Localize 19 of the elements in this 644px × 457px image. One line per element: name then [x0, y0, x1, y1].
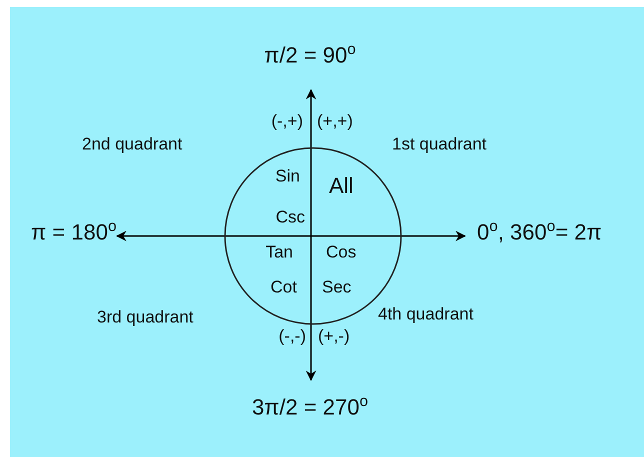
quadrant-label: 4th quadrant: [378, 306, 474, 324]
sign-label: (-,-): [278, 328, 306, 346]
quadrant-label: 2nd quadrant: [82, 136, 182, 154]
quadrant-label: 3rd quadrant: [97, 308, 194, 328]
angle-label: 3π/2 = 270$^{o}$: [252, 394, 368, 420]
angle-label: π = 180$^{o}$: [31, 219, 117, 245]
angle-label: 0$^{o}$, 360$^{o}$= 2π: [477, 219, 602, 245]
sign-label: (+,-): [318, 328, 350, 346]
function-label: Sec: [322, 278, 352, 298]
function-label: Cos: [326, 244, 356, 262]
function-label: All: [329, 174, 354, 198]
sign-label: (-,+): [271, 112, 303, 132]
function-label: Csc: [276, 208, 305, 228]
function-label: Tan: [266, 244, 293, 262]
function-label: Sin: [275, 168, 300, 186]
angle-label: π/2 = 90$^{o}$: [264, 42, 356, 68]
quadrant-label: 1st quadrant: [392, 136, 487, 154]
sign-label: (+,+): [317, 112, 353, 132]
function-label: Cot: [270, 278, 297, 298]
